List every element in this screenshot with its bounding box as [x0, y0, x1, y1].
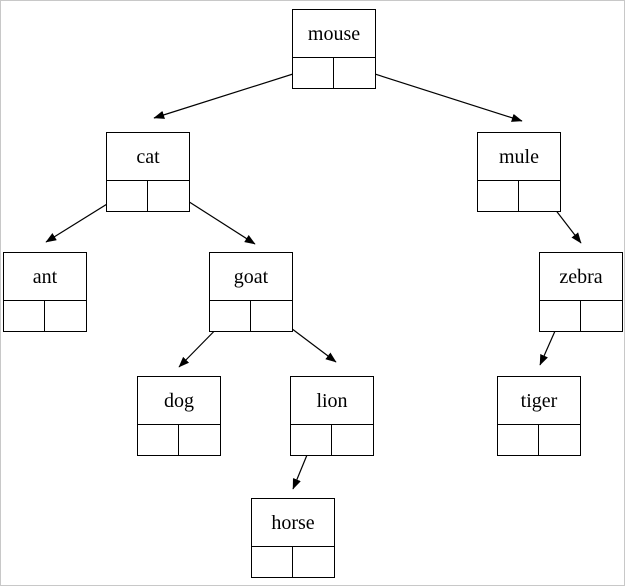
node-left-pointer-cell — [293, 58, 334, 88]
node-label: mule — [478, 133, 560, 181]
node-right-pointer-cell — [519, 181, 560, 211]
node-left-pointer-cell — [498, 425, 539, 455]
node-pointer-cells — [293, 58, 375, 88]
tree-node-mule[interactable]: mule — [477, 132, 561, 212]
node-right-pointer-cell — [332, 425, 373, 455]
node-pointer-cells — [540, 301, 622, 331]
node-left-pointer-cell — [4, 301, 45, 331]
node-right-pointer-cell — [293, 547, 334, 577]
tree-node-horse[interactable]: horse — [251, 498, 335, 578]
node-left-pointer-cell — [252, 547, 293, 577]
node-pointer-cells — [210, 301, 292, 331]
node-right-pointer-cell — [334, 58, 375, 88]
node-left-pointer-cell — [107, 181, 148, 211]
node-right-pointer-cell — [148, 181, 189, 211]
node-right-pointer-cell — [539, 425, 580, 455]
node-label: horse — [252, 499, 334, 547]
tree-node-lion[interactable]: lion — [290, 376, 374, 456]
node-label: mouse — [293, 10, 375, 58]
node-label: zebra — [540, 253, 622, 301]
node-pointer-cells — [107, 181, 189, 211]
tree-edge-mouse-to-mule — [352, 66, 523, 122]
node-left-pointer-cell — [478, 181, 519, 211]
tree-node-ant[interactable]: ant — [3, 252, 87, 332]
tree-edge-mouse-to-cat — [153, 66, 316, 119]
tree-node-mouse[interactable]: mouse — [292, 9, 376, 89]
node-pointer-cells — [498, 425, 580, 455]
node-label: ant — [4, 253, 86, 301]
node-right-pointer-cell — [581, 301, 622, 331]
tree-node-goat[interactable]: goat — [209, 252, 293, 332]
tree-node-cat[interactable]: cat — [106, 132, 190, 212]
node-left-pointer-cell — [540, 301, 581, 331]
node-pointer-cells — [252, 547, 334, 577]
node-label: tiger — [498, 377, 580, 425]
node-left-pointer-cell — [210, 301, 251, 331]
node-label: dog — [138, 377, 220, 425]
node-left-pointer-cell — [138, 425, 179, 455]
node-left-pointer-cell — [291, 425, 332, 455]
node-right-pointer-cell — [45, 301, 86, 331]
tree-node-zebra[interactable]: zebra — [539, 252, 623, 332]
tree-node-tiger[interactable]: tiger — [497, 376, 581, 456]
node-pointer-cells — [478, 181, 560, 211]
node-pointer-cells — [138, 425, 220, 455]
tree-node-dog[interactable]: dog — [137, 376, 221, 456]
node-label: lion — [291, 377, 373, 425]
node-pointer-cells — [4, 301, 86, 331]
node-pointer-cells — [291, 425, 373, 455]
node-right-pointer-cell — [179, 425, 220, 455]
node-label: cat — [107, 133, 189, 181]
node-right-pointer-cell — [251, 301, 292, 331]
node-label: goat — [210, 253, 292, 301]
